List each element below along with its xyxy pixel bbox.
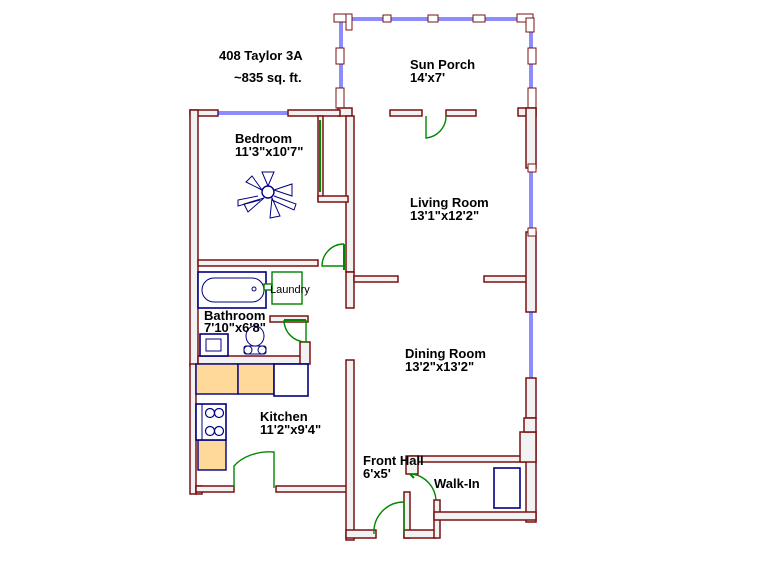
dining-room-size: 13'2"x13'2" bbox=[405, 359, 474, 374]
washer-icon bbox=[263, 271, 303, 305]
area-label: ~835 sq. ft. bbox=[234, 70, 302, 85]
front-hall-name: Front Hall bbox=[363, 453, 424, 468]
kitchen-door-swing bbox=[233, 451, 275, 488]
bedroom-size: 11'3"x10'7" bbox=[235, 144, 303, 159]
porch-door-swing bbox=[425, 115, 447, 139]
bathroom-name: Bathroom bbox=[204, 308, 265, 323]
walls bbox=[189, 107, 537, 541]
sun-porch-size: 14'x7' bbox=[410, 70, 445, 85]
living-room-size: 13'1"x12'2" bbox=[410, 208, 479, 223]
kitchen-size: 11'2"x9'4" bbox=[260, 422, 321, 437]
bathroom-door-swing bbox=[283, 319, 307, 343]
address-label: 408 Taylor 3A bbox=[219, 48, 303, 63]
sink-icon bbox=[199, 333, 229, 357]
bathroom-size: 7'10"x6'8" bbox=[204, 320, 266, 335]
living-room-name: Living Room bbox=[410, 195, 489, 210]
walk-in-shelf bbox=[493, 467, 521, 509]
walkin-door-swing bbox=[411, 473, 437, 501]
dining-room-name: Dining Room bbox=[405, 346, 486, 361]
front-hall-size: 6'x5' bbox=[363, 466, 391, 481]
doors bbox=[233, 115, 447, 535]
walk-in-label: Walk-In bbox=[434, 476, 480, 491]
bedroom-door-swing bbox=[321, 243, 345, 267]
sun-porch-windows bbox=[333, 13, 537, 115]
stove-icon bbox=[195, 403, 227, 441]
front-door-swing bbox=[373, 501, 405, 535]
kitchen-cabinets bbox=[195, 363, 309, 471]
bedroom-name: Bedroom bbox=[235, 131, 292, 146]
laundry-label: Laundry bbox=[270, 284, 310, 296]
sun-porch-name: Sun Porch bbox=[410, 57, 475, 72]
kitchen-name: Kitchen bbox=[260, 409, 308, 424]
ceiling-fan-icon bbox=[237, 171, 297, 219]
bathtub-icon bbox=[197, 271, 267, 309]
toilet-icon bbox=[243, 325, 267, 355]
